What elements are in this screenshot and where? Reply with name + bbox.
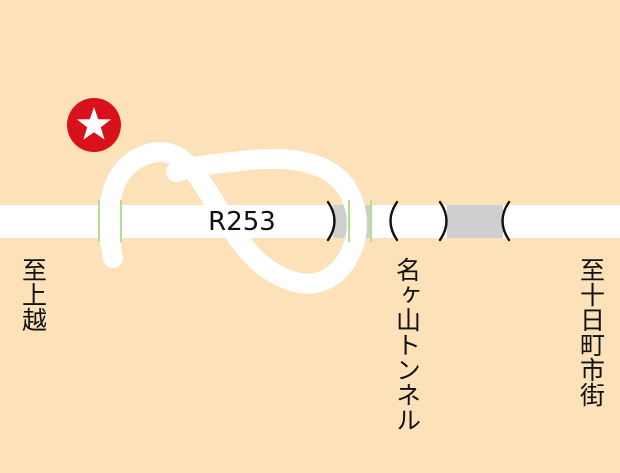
tunnel-segment-east xyxy=(447,205,503,238)
main-road-r253[interactable] xyxy=(0,205,620,238)
road-label-r253: R253 xyxy=(208,207,276,237)
tunnel-portal-mark xyxy=(501,200,511,242)
destination-label-west: 至上越 xyxy=(19,257,48,332)
tunnel-portal-mark xyxy=(438,200,448,242)
loop-ramp-road[interactable] xyxy=(98,142,367,294)
tunnel-name-label: 名ヶ山トンネル xyxy=(393,257,422,432)
tunnel-portal-mark xyxy=(389,200,399,242)
tunnel-portal-mark xyxy=(326,200,336,242)
star-icon xyxy=(76,107,112,140)
destination-label-east: 至十日町市街 xyxy=(577,257,606,407)
location-marker[interactable] xyxy=(67,98,121,152)
